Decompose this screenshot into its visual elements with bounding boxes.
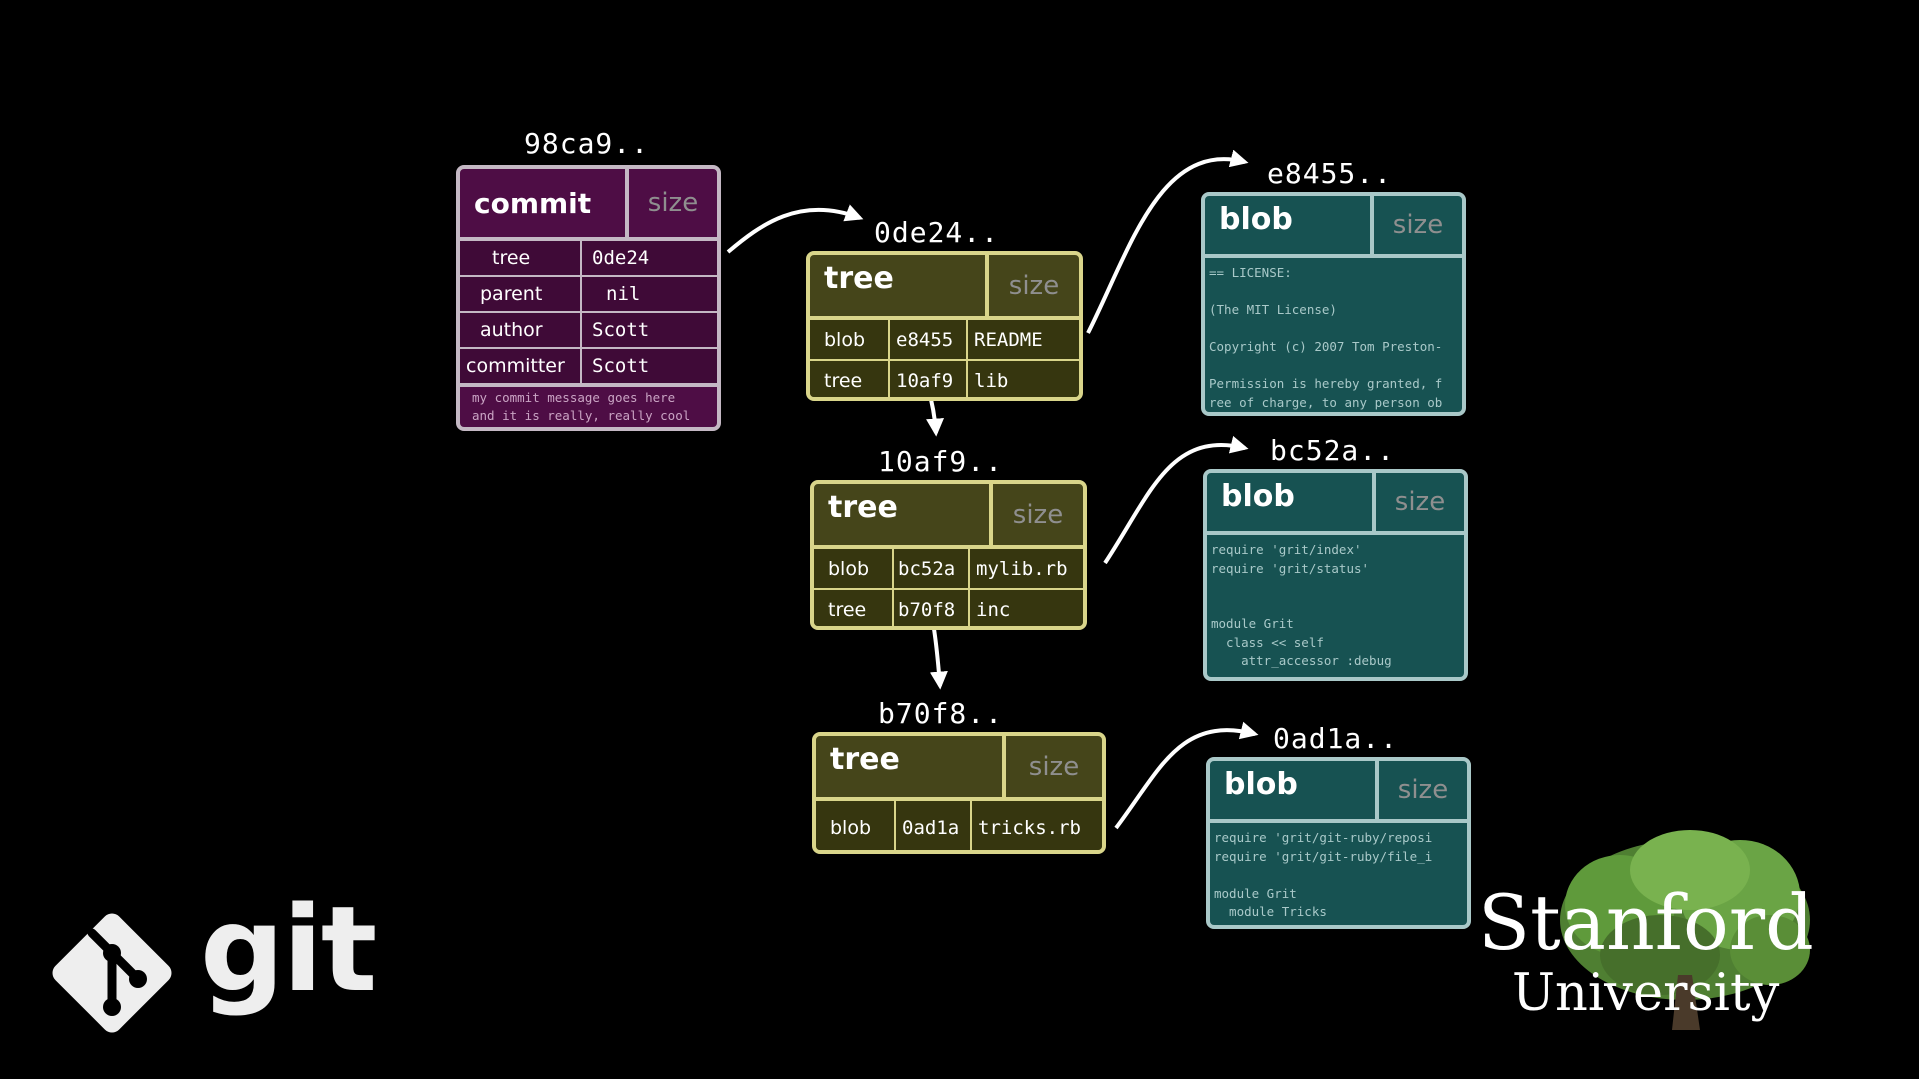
arrow-commit-to-tree — [726, 204, 864, 254]
tree-size-label: size — [985, 255, 1079, 316]
commit-row: author Scott — [460, 313, 717, 349]
blob-hash: e8455.. — [1267, 157, 1393, 190]
tree-header: tree size — [810, 255, 1079, 320]
blob-type-label: blob — [1221, 479, 1295, 514]
blob-object: blob size require 'grit/index' require '… — [1203, 469, 1468, 681]
arrow-tree-to-blob-e8455 — [1086, 149, 1249, 334]
blob-type-label: blob — [1219, 202, 1293, 237]
commit-type-label: commit — [474, 186, 592, 220]
tree-header: tree size — [816, 736, 1102, 801]
tree-entry-sha: e8455 — [888, 320, 966, 359]
commit-row: parent nil — [460, 277, 717, 313]
commit-header: commit size — [460, 169, 717, 241]
tree-type-label: tree — [830, 742, 900, 777]
tree-header: tree size — [814, 484, 1083, 549]
tree-object: tree size blob 0ad1a tricks.rb — [812, 732, 1106, 854]
tree-hash: 10af9.. — [878, 445, 1004, 478]
tree-type-label: tree — [824, 261, 894, 296]
tree-object: tree size blob e8455 README tree 10af9 l… — [806, 251, 1083, 401]
tree-hash: 0de24.. — [874, 216, 1000, 249]
commit-hash: 98ca9.. — [524, 127, 650, 160]
commit-value: Scott — [580, 349, 717, 383]
tree-entry-name: README — [966, 320, 1079, 359]
tree-size-label: size — [989, 484, 1083, 545]
institution-subtitle: University — [1512, 964, 1780, 1023]
arrow-tree-to-blob-0ad1a — [1114, 721, 1259, 830]
arrow-tree-to-blob-bc52a — [1103, 435, 1249, 565]
blob-header: blob size — [1207, 473, 1464, 535]
blob-header: blob size — [1210, 761, 1467, 823]
git-logo-icon — [52, 913, 172, 1033]
tree-entry-name: mylib.rb — [968, 549, 1083, 588]
commit-value: nil — [580, 277, 717, 311]
blob-size-label: size — [1372, 473, 1464, 531]
tree-entry-sha: b70f8 — [892, 590, 968, 626]
commit-key: author — [480, 319, 543, 341]
commit-message-line: and it is really, really cool — [472, 408, 691, 423]
institution-name: Stanford — [1478, 878, 1814, 967]
tree-entry-name: tricks.rb — [970, 801, 1102, 850]
blob-content: == LICENSE: (The MIT License) Copyright … — [1209, 265, 1443, 410]
tree-emblem-icon — [1560, 830, 1810, 1030]
tree-entry-sha: bc52a — [892, 549, 968, 588]
tree-entry: tree b70f8 inc — [814, 590, 1083, 626]
commit-value: 0de24 — [580, 241, 717, 275]
tree-entry-kind: blob — [828, 557, 870, 580]
commit-row: tree 0de24 — [460, 241, 717, 277]
tree-entry: blob bc52a mylib.rb — [814, 549, 1083, 590]
blob-content: require 'grit/index' require 'grit/statu… — [1211, 542, 1392, 668]
tree-entry: tree 10af9 lib — [810, 361, 1079, 397]
blob-size-label: size — [1375, 761, 1467, 819]
tree-entry-kind: tree — [824, 369, 863, 392]
tree-entry-sha: 10af9 — [888, 361, 966, 397]
tree-type-label: tree — [828, 490, 898, 525]
tree-entry-kind: tree — [828, 598, 867, 621]
commit-row: committer Scott — [460, 349, 717, 385]
blob-header: blob size — [1205, 196, 1462, 258]
blob-size-label: size — [1370, 196, 1462, 254]
commit-value: Scott — [580, 313, 717, 347]
commit-message: my commit message goes here and it is re… — [460, 385, 717, 427]
commit-object: commit size tree 0de24 parent nil author… — [456, 165, 721, 431]
tree-entry-kind: blob — [830, 816, 872, 839]
commit-message-line: my commit message goes here — [472, 390, 676, 405]
commit-key: tree — [492, 247, 531, 269]
tree-hash: b70f8.. — [878, 697, 1004, 730]
commit-key: parent — [480, 283, 543, 305]
git-wordmark: git — [200, 880, 377, 1018]
commit-key: committer — [466, 355, 565, 377]
tree-entry-kind: blob — [824, 328, 866, 351]
blob-content: require 'grit/git-ruby/reposi require 'g… — [1214, 830, 1433, 919]
blob-hash: bc52a.. — [1270, 434, 1396, 467]
tree-entry: blob 0ad1a tricks.rb — [816, 801, 1102, 850]
commit-size-label: size — [625, 169, 717, 237]
tree-object: tree size blob bc52a mylib.rb tree b70f8… — [810, 480, 1087, 630]
blob-type-label: blob — [1224, 767, 1298, 802]
blob-object: blob size require 'grit/git-ruby/reposi … — [1206, 757, 1471, 929]
tree-entry-name: lib — [966, 361, 1079, 397]
blob-hash: 0ad1a.. — [1273, 722, 1399, 755]
tree-entry: blob e8455 README — [810, 320, 1079, 361]
tree-entry-name: inc — [968, 590, 1083, 626]
blob-object: blob size == LICENSE: (The MIT License) … — [1201, 192, 1466, 416]
tree-size-label: size — [1002, 736, 1102, 797]
tree-entry-sha: 0ad1a — [894, 801, 970, 850]
